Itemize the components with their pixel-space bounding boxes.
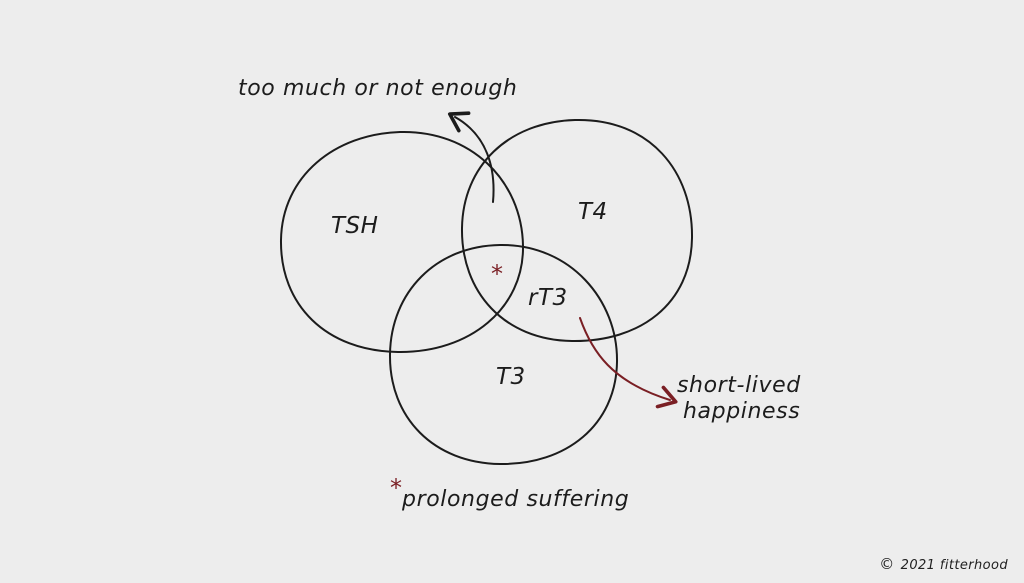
arrow-right — [579, 317, 678, 409]
label-t4: T4 — [578, 199, 608, 225]
circle-t4 — [460, 118, 694, 343]
annotation-happiness: happiness — [683, 399, 801, 424]
label-rt3: rT3 — [528, 285, 568, 311]
label-tsh: TSH — [331, 213, 379, 239]
annotation-prolonged-suffering: prolonged suffering — [402, 487, 630, 512]
copyright-notice: © 2021 fitterhood — [879, 555, 1008, 573]
annotation-too-much-or-not-enough: too much or not enough — [238, 76, 518, 101]
label-t3: T3 — [496, 364, 526, 390]
circle-tsh — [279, 130, 525, 354]
copyright-symbol: © — [879, 555, 895, 573]
asterisk-footnote-marker: * — [390, 474, 402, 502]
asterisk-center-marker: * — [491, 260, 503, 288]
annotation-short-lived: short-lived — [677, 373, 801, 398]
arrow-top — [447, 111, 495, 203]
circle-t3 — [388, 243, 619, 466]
copyright-text: 2021 fitterhood — [900, 558, 1008, 573]
